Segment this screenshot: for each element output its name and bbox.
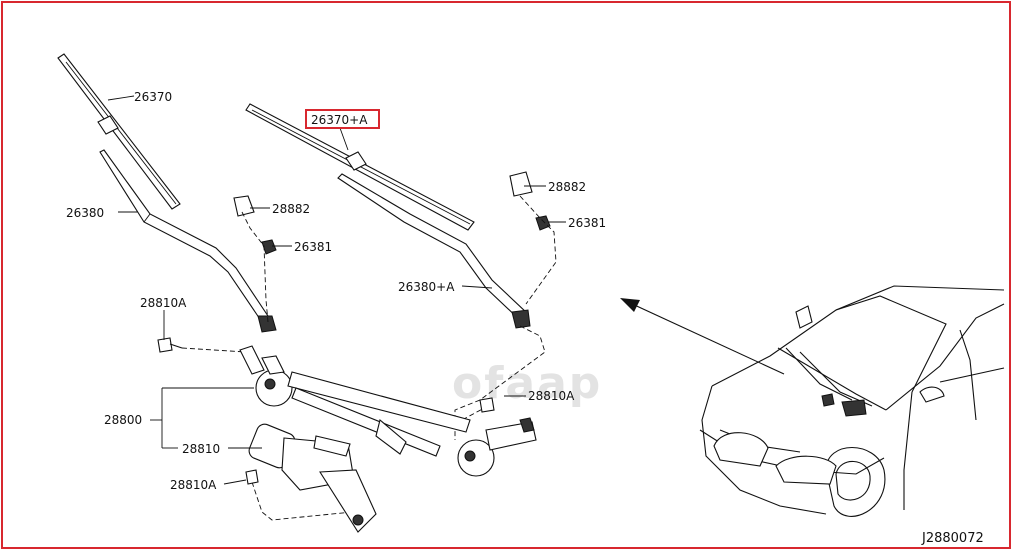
- left-nut: [261, 239, 277, 255]
- motor-bolt: [245, 469, 259, 485]
- right-cap: [509, 171, 533, 197]
- leader-lines: [107, 95, 566, 485]
- right-wiper-arm: [337, 173, 531, 329]
- label-linkage: 28800: [104, 413, 142, 427]
- car-illustration: [699, 285, 1005, 517]
- label-blade-left: 26370: [134, 90, 172, 104]
- left-wiper-blade: [57, 53, 181, 210]
- left-wiper-arm: [99, 149, 277, 333]
- location-arrow: [620, 298, 785, 375]
- linkage-assembly: [239, 345, 537, 477]
- label-bolt-right: 28810A: [528, 389, 575, 403]
- label-arm-left: 26380: [66, 206, 104, 220]
- left-bolt: [157, 337, 183, 353]
- watermark-text: ofaap: [452, 358, 602, 409]
- diagram-id: J2880072: [921, 531, 984, 546]
- label-cap-left: 28882: [272, 202, 310, 216]
- label-blade-right: 26370+A: [311, 113, 368, 127]
- label-bolt-left: 28810A: [140, 296, 187, 310]
- label-cap-right: 28882: [548, 180, 586, 194]
- label-nut-right: 26381: [568, 216, 606, 230]
- label-arm-right: 26380+A: [398, 280, 455, 294]
- label-motor: 28810: [182, 442, 220, 456]
- label-nut-left: 26381: [294, 240, 332, 254]
- label-bolt-motor: 28810A: [170, 478, 217, 492]
- right-bolt: [479, 397, 495, 413]
- right-wiper-blade: [245, 103, 475, 231]
- blade-right-highlight-box: [305, 109, 380, 129]
- wiper-motor: [248, 423, 377, 533]
- right-nut: [535, 215, 551, 231]
- left-cap: [233, 195, 255, 217]
